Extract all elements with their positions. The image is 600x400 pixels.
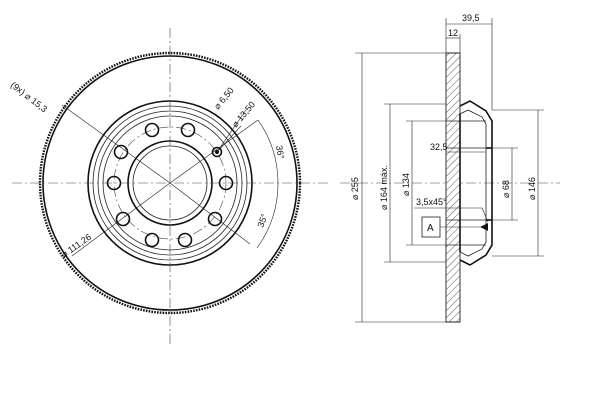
- angle-arc-35: [256, 182, 279, 249]
- chamfer-label: 3,5x45°: [416, 197, 447, 207]
- bolt-hole: [106, 175, 122, 191]
- depth-label: 32,5: [430, 142, 448, 152]
- bolt-hole: [115, 211, 131, 227]
- datum-marker: [480, 223, 488, 231]
- locating-hole-inner: [215, 150, 219, 154]
- bolt-hole: [177, 232, 193, 248]
- d255-label: ⌀ 255: [350, 177, 360, 200]
- angle-arc-36: [257, 119, 279, 184]
- leader-small-hole: [216, 109, 247, 153]
- chamfer-leader-2: [481, 207, 489, 223]
- pcd-label: ⌀ 111,26: [59, 232, 93, 260]
- radial-line-pcd: [71, 182, 171, 257]
- d146-label: ⌀ 146: [527, 177, 537, 200]
- angle-36-label: 36°: [274, 145, 286, 161]
- front-view: (9x) ⌀ 15,3 ⌀ 6,50 ⌀ 13,50 36° 35° ⌀ 111…: [9, 28, 328, 345]
- holes-label: (9x) ⌀ 15,3: [9, 80, 49, 115]
- thickness-label: 12: [448, 28, 458, 38]
- bolt-hole: [218, 175, 234, 191]
- bolt-hole: [180, 122, 196, 138]
- bolt-hole: [144, 232, 160, 248]
- friction-ring-section: [445, 52, 461, 323]
- locating-hole: [211, 146, 223, 158]
- width-label: 39,5: [462, 13, 480, 23]
- radial-line-holes: [61, 104, 171, 184]
- datum-label: A: [427, 223, 434, 234]
- bolt-hole: [207, 211, 223, 227]
- d164-label: ⌀ 164 máx.: [379, 165, 389, 210]
- d134-label: ⌀ 134: [401, 173, 411, 196]
- d6-50-label: ⌀ 6,50: [212, 85, 236, 111]
- angle-35-label: 35°: [255, 212, 269, 229]
- leader-small-hole-2: [216, 125, 242, 153]
- hat-profile: [459, 100, 493, 266]
- radial-line-36: [169, 119, 259, 184]
- d68-label: ⌀ 68: [501, 180, 511, 198]
- bolt-hole: [144, 122, 160, 138]
- side-view: 39,5 12 ⌀ 255 ⌀ 164 máx. ⌀ 134 32,5 3,5x…: [340, 13, 560, 323]
- d13-50-label: ⌀ 13,50: [230, 100, 257, 130]
- hat-profile-inner: [459, 109, 487, 257]
- bolt-pitch-circle: [113, 126, 227, 240]
- radial-line-35: [169, 182, 251, 245]
- bolt-hole: [113, 144, 129, 160]
- bolt-holes: [106, 122, 234, 248]
